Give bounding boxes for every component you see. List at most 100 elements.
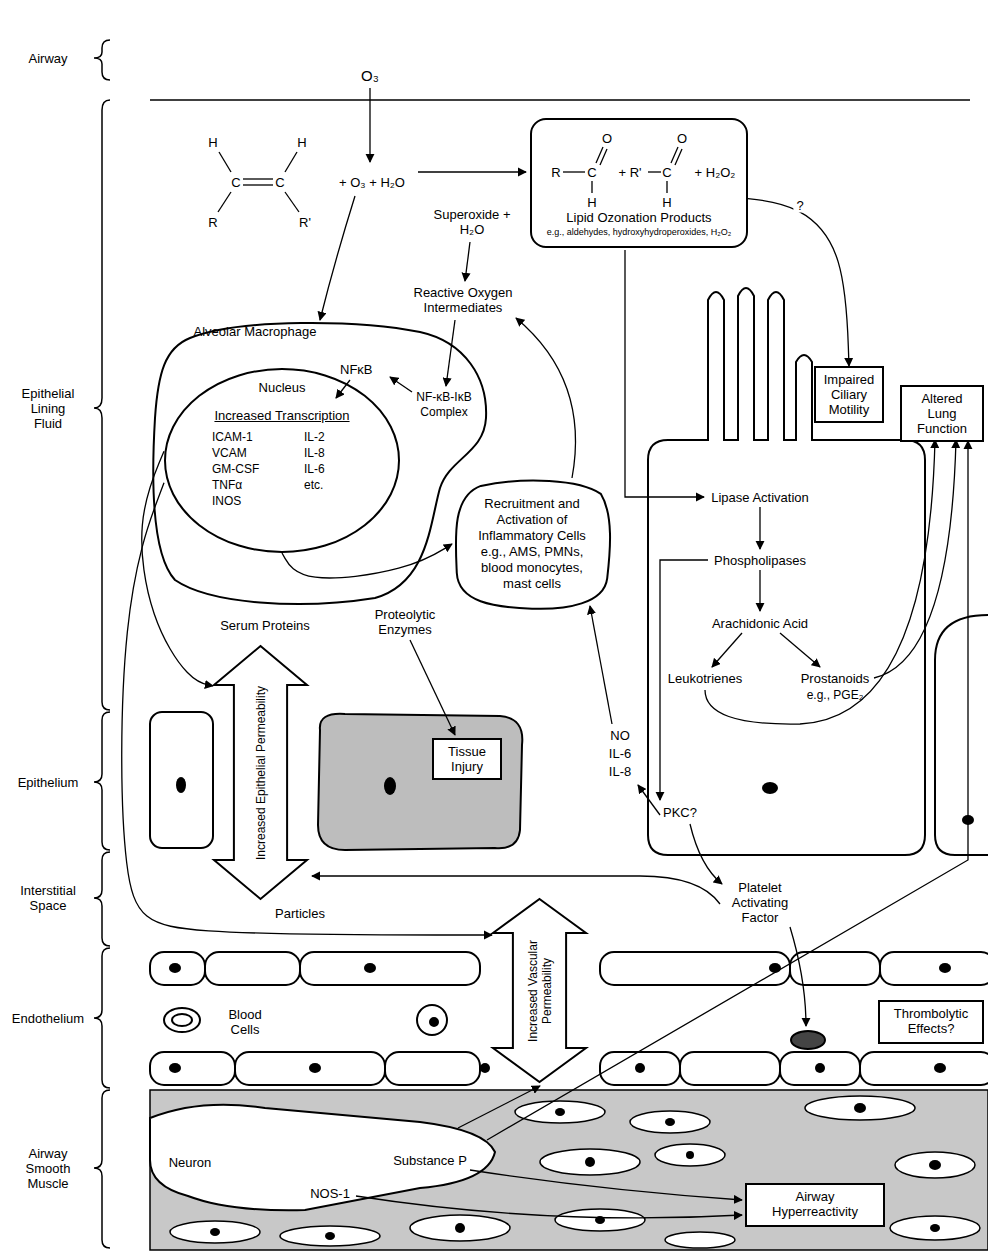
pathway-arrow <box>369 88 370 162</box>
pathway-arrow <box>625 250 704 497</box>
endothelial-nucleus <box>769 963 781 973</box>
node-text: ICAM-1 <box>212 430 253 445</box>
process-label: Phospholipases <box>714 553 806 568</box>
endothelial-cell <box>150 952 988 1085</box>
formula-symbol: H <box>662 195 671 210</box>
inflammatory-cells-blob: Recruitment and Activation of Inflammato… <box>452 478 612 610</box>
epithelial-cell <box>150 712 213 848</box>
node-text: IL-6 <box>304 462 325 477</box>
layer-label: Airway <box>28 51 67 66</box>
layer-brace <box>94 40 110 80</box>
node-heading: Tissue Injury <box>439 744 495 774</box>
pathway-arrow <box>465 242 470 281</box>
blood-cell <box>417 1005 447 1035</box>
muscle-nucleus <box>210 1228 220 1236</box>
layer-label: Epithelial Lining Fluid <box>15 386 81 431</box>
layer-label: Interstitial Space <box>15 883 81 913</box>
node-text: NFκB <box>340 362 373 378</box>
effect-box: Thrombolytic Effects? <box>878 1000 984 1044</box>
cell-nucleus-dot <box>762 782 778 794</box>
pathway-arrow <box>390 377 412 392</box>
endothelial-nucleus <box>934 1063 946 1073</box>
smooth-muscle-band <box>150 1090 988 1250</box>
node-text: INOS <box>212 494 241 509</box>
permeability-arrow: Increased Vascular Permeability <box>492 898 587 1083</box>
macrophage-cell: NucleusIncreased TranscriptionICAM-1VCAM… <box>150 318 490 603</box>
muscle-nucleus <box>854 1103 866 1113</box>
smooth-muscle-cell <box>630 1111 710 1133</box>
process-label: Neuron <box>169 1155 212 1170</box>
muscle-nucleus <box>686 1151 694 1159</box>
node-text: Increased Transcription <box>164 408 400 424</box>
layer-label: Endothelium <box>12 1011 84 1026</box>
smooth-muscle-cell <box>655 1144 725 1166</box>
chemical-bond <box>218 147 682 212</box>
muscle-nucleus <box>665 1118 675 1126</box>
formula-symbol: O₃ <box>361 68 379 83</box>
pathway-arrow <box>712 633 742 667</box>
chemical-bond <box>243 184 273 185</box>
smooth-muscle-cell <box>890 1216 980 1240</box>
epithelial-cell <box>648 288 925 855</box>
muscle-nucleus <box>455 1223 465 1233</box>
edge-label: ? <box>793 198 806 213</box>
process-label: e.g., PGE₂ <box>807 688 864 703</box>
cell-nucleus-dot <box>176 777 974 825</box>
effect-box: Airway Hyperreactivity <box>745 1183 885 1227</box>
pathway-arrow <box>312 876 720 904</box>
process-label: Leukotrienes <box>668 671 742 686</box>
cell-nucleus-dot <box>384 777 396 795</box>
formula-symbol: H <box>587 195 596 210</box>
nucleus-outline <box>165 369 399 552</box>
process-label: Superoxide + H₂O <box>432 207 512 237</box>
pathway-arrow <box>446 320 455 386</box>
blood-cell <box>164 1008 200 1032</box>
pathway-arrow <box>590 606 612 724</box>
chemical-bond <box>675 149 682 165</box>
endothelial-cell <box>235 1052 385 1085</box>
smooth-muscle-cell <box>805 1096 915 1120</box>
layer-brace <box>94 712 110 850</box>
chemical-bond <box>666 181 667 193</box>
node-text: etc. <box>304 478 323 493</box>
smooth-muscle-band <box>150 1090 988 1250</box>
formula-symbol: R <box>551 165 560 180</box>
process-label: NO <box>610 728 630 743</box>
endothelial-nucleus <box>364 963 376 973</box>
process-label: Prostanoids <box>801 671 870 686</box>
node-heading: Increased Epithelial Permeability <box>254 680 268 865</box>
formula-symbol: R' <box>299 215 311 230</box>
formula-symbol: + R' <box>618 165 641 180</box>
node-text: GM-CSF <box>212 462 259 477</box>
pathway-arrow <box>638 785 660 815</box>
endothelial-cell <box>150 1052 235 1085</box>
injured-cell <box>318 714 522 850</box>
blood-cell <box>791 1031 825 1049</box>
nucleus: NucleusIncreased TranscriptionICAM-1VCAM… <box>164 368 400 553</box>
chemical-bond <box>563 171 585 172</box>
chemical-bond <box>600 149 607 165</box>
formula-symbol: + H₂O₂ <box>695 165 736 180</box>
layer-brace <box>94 100 110 710</box>
permeability-arrow: Increased Epithelial Permeability <box>213 645 308 900</box>
smooth-muscle-cell <box>895 1152 975 1178</box>
airway-surface-line <box>150 99 970 101</box>
endothelial-cell <box>790 952 880 985</box>
macrophage-cell-outline <box>153 323 486 604</box>
smooth-muscle-cell <box>665 1232 735 1248</box>
node-text: VCAM <box>212 446 247 461</box>
formula-symbol: O <box>602 131 612 146</box>
muscle-nucleus <box>585 1157 595 1167</box>
endothelial-cell <box>150 952 205 985</box>
layer-brace <box>94 948 110 1088</box>
formula-symbol: O <box>677 131 687 146</box>
pathway-arrow <box>410 640 455 735</box>
smooth-muscle-cell <box>540 1149 640 1175</box>
muscle-nucleus <box>929 1160 941 1170</box>
node-text: NF-κB-IκB Complex <box>405 390 483 420</box>
formula-symbol: C <box>275 175 284 190</box>
pathway-arrow <box>458 1086 540 1128</box>
endothelial-cell <box>780 1052 860 1085</box>
